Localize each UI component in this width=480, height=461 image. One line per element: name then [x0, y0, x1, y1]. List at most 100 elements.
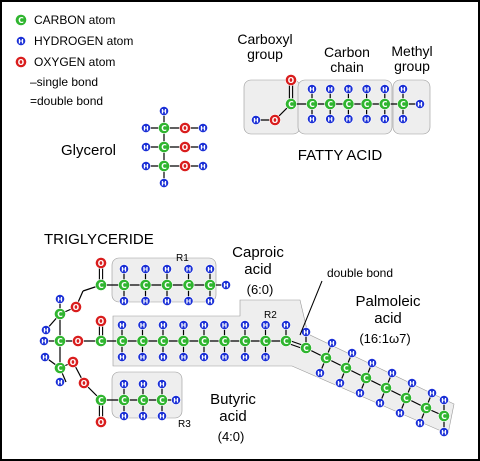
- hydrogen-atom: H: [347, 348, 357, 358]
- carbon-atom: C: [158, 122, 170, 134]
- oxygen-atom: O: [285, 74, 297, 86]
- hydrogen-atom: H: [325, 84, 336, 94]
- carbon-atom: C: [177, 335, 190, 347]
- oxygen-atom: O: [72, 335, 84, 347]
- carbon-atom: C: [157, 335, 169, 347]
- hydrogen-atom: H: [327, 338, 337, 348]
- carbon-atom: C: [320, 352, 332, 364]
- carbon-atom: C: [54, 362, 66, 374]
- carbon-atom: C: [118, 394, 130, 406]
- hydrogen-atom: H: [198, 123, 208, 133]
- r3-label: R3: [178, 419, 191, 430]
- hydrogen-atom: H: [221, 280, 231, 290]
- carbon-atom: C: [280, 335, 292, 347]
- hydrogen-atom: H: [407, 378, 417, 388]
- palmoleic-formula: (16:1ω7): [359, 331, 410, 346]
- hydrogen-atom: H: [240, 320, 250, 330]
- hydrogen-atom: H: [240, 352, 250, 362]
- oxygen-atom: O: [78, 377, 90, 389]
- carbon-atom: C: [259, 335, 272, 347]
- hydrogen-atom: H: [183, 264, 194, 274]
- legend-single-bond: –single bond: [30, 75, 98, 89]
- hydrogen-atom: H: [343, 114, 354, 124]
- triglyceride-title: TRIGLYCERIDE: [44, 231, 154, 248]
- hydrogen-atom: H: [367, 358, 377, 368]
- fatty-acid-title: FATTY ACID: [298, 147, 383, 164]
- carbon-atom: C: [239, 335, 251, 347]
- hydrogen-atom: H: [219, 352, 230, 362]
- legend-carbon-icon: C: [15, 14, 27, 26]
- hydrogen-atom: H: [158, 352, 168, 362]
- oxygen-atom: O: [95, 315, 107, 327]
- carbon-atom: C: [116, 335, 128, 347]
- butyric-label-1: Butyric: [210, 391, 256, 408]
- legend-hydrogen-icon: H: [16, 36, 26, 46]
- carbon-atom: C: [118, 279, 130, 291]
- legend-double-bond: =double bond: [30, 94, 103, 108]
- hydrogen-atom: H: [415, 418, 425, 428]
- hydrogen-atom: H: [415, 99, 425, 109]
- hydrogen-atom: H: [205, 264, 215, 274]
- hydrogen-atom: H: [395, 408, 405, 418]
- carbon-atom: C: [378, 98, 391, 110]
- hydrogen-atom: H: [439, 427, 449, 437]
- carbon-atom: C: [95, 279, 107, 291]
- hydrogen-atom: H: [159, 178, 169, 188]
- carbon-atom: C: [54, 308, 66, 320]
- r1-label: R1: [176, 253, 189, 264]
- hydrogen-atom: H: [398, 84, 408, 94]
- hydrogen-atom: H: [141, 142, 151, 152]
- palmoleic-label-2: acid: [374, 310, 402, 327]
- hydrogen-atom: H: [355, 388, 365, 398]
- carbon-atom: C: [397, 98, 409, 110]
- carbon-atom: C: [204, 279, 216, 291]
- legend-carbon-text: CARBON atom: [34, 13, 115, 27]
- legend-hydrogen-text: HYDROGEN atom: [34, 34, 133, 48]
- hydrogen-atom: H: [307, 114, 317, 124]
- hydrogen-atom: H: [260, 352, 271, 362]
- carbon-atom: C: [158, 141, 170, 153]
- hydrogen-atom: H: [162, 264, 172, 274]
- hydrogen-atom: H: [141, 123, 151, 133]
- hydrogen-atom: H: [178, 352, 189, 362]
- carbon-atom: C: [139, 279, 152, 291]
- hydrogen-atom: H: [138, 379, 148, 389]
- legend-oxygen-text: OXYGEN atom: [34, 55, 115, 69]
- carbon-atom: C: [54, 335, 66, 347]
- double-bond-pointer: [299, 280, 323, 336]
- double-bond-label: double bond: [327, 266, 393, 280]
- legend: CHO CARBON atom HYDROGEN atom OXYGEN ato…: [15, 13, 133, 108]
- carbon-atom: C: [95, 394, 107, 406]
- oxygen-atom: O: [95, 257, 107, 269]
- hydrogen-atom: H: [398, 114, 408, 124]
- hydrogen-atom: H: [361, 114, 372, 124]
- oxygen-atom: O: [70, 301, 82, 313]
- hydrogen-atom: H: [171, 395, 181, 405]
- butyric-label-2: acid: [219, 408, 247, 425]
- carbon-atom: C: [324, 98, 337, 110]
- oxygen-atom: O: [179, 122, 191, 134]
- carbon-atom: C: [161, 279, 173, 291]
- hydrogen-atom: H: [119, 379, 129, 389]
- hydrogen-atom: H: [205, 296, 215, 306]
- caproic-label-1: Caproic: [232, 244, 284, 261]
- fatty-acid-labels: Carboxyl group Carbon chain Methyl group…: [237, 31, 432, 164]
- carbon-atom: C: [340, 362, 352, 374]
- hydrogen-atom: H: [140, 264, 151, 274]
- hydrogen-atom: H: [379, 84, 390, 94]
- hydrogen-atom: H: [427, 388, 437, 398]
- carbon-atom: C: [420, 402, 432, 414]
- hydrogen-atom: H: [141, 161, 151, 171]
- hydrogen-atom: H: [307, 84, 317, 94]
- carbon-atom: C: [380, 382, 392, 394]
- hydrogen-atom: H: [199, 320, 209, 330]
- hydrogen-atom: H: [119, 411, 129, 421]
- caproic-formula: (6:0): [247, 282, 274, 297]
- carbon-chain-label-2: chain: [330, 59, 363, 75]
- carbon-atom: C: [300, 342, 312, 354]
- hydrogen-atom: H: [439, 395, 449, 405]
- carbon-atom: C: [158, 160, 170, 172]
- hydrogen-atom: H: [281, 320, 291, 330]
- hydrogen-atom: H: [251, 115, 261, 125]
